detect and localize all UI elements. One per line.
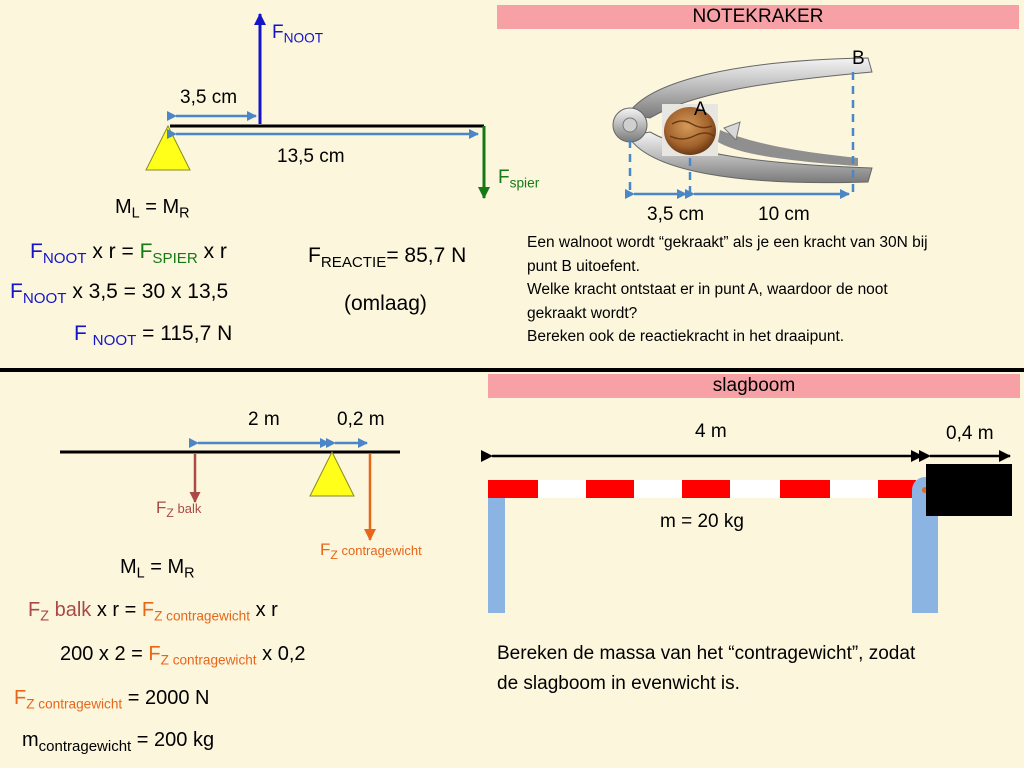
calc-line-3: FNOOT x 3,5 = 30 x 13,5 bbox=[10, 280, 229, 307]
barrier-lever-figure bbox=[60, 438, 400, 541]
mass-label: m = 20 kg bbox=[660, 511, 744, 532]
force-contragewicht-label: FZ contragewicht bbox=[320, 540, 422, 562]
point-b-label: B bbox=[852, 48, 865, 69]
notekraker-banner: NOTEKRAKER bbox=[497, 5, 1019, 29]
calc2-line-4: FZ contragewicht = 2000 N bbox=[14, 687, 210, 712]
moment-equation-2: ML = MR bbox=[120, 556, 195, 582]
dim-4m-label: 4 m bbox=[695, 421, 727, 442]
counterweight-block bbox=[926, 464, 1012, 516]
force-balk-label: FZ balk bbox=[156, 498, 202, 520]
calc2-line-3: 200 x 2 = FZ contragewicht x 0,2 bbox=[60, 643, 306, 668]
omlaag-label: (omlaag) bbox=[344, 292, 427, 315]
dim-0-4m-label: 0,4 m bbox=[946, 423, 994, 444]
nutcracker-lever-figure bbox=[145, 13, 490, 199]
walnut bbox=[664, 107, 716, 155]
dim-long-label: 13,5 cm bbox=[277, 146, 345, 167]
pivot-triangle bbox=[145, 124, 191, 171]
calc-line-2: FNOOT x r = FSPIER x r bbox=[30, 240, 227, 267]
calc2-line-5: mcontragewicht = 200 kg bbox=[22, 729, 215, 755]
left-post bbox=[488, 498, 505, 613]
dim-0-2m-label: 0,2 m bbox=[337, 409, 385, 430]
calc2-line-2: FZ balk x r = FZ contragewicht x r bbox=[28, 599, 278, 625]
force-noot-label: FNOOT bbox=[272, 22, 324, 46]
slagboom-banner: slagboom bbox=[488, 374, 1020, 398]
dim-3-5cm-label: 3,5 cm bbox=[647, 204, 705, 225]
pivot-triangle-2 bbox=[309, 450, 355, 497]
dim-2m-label: 2 m bbox=[248, 409, 280, 430]
barrier-question: Bereken de massa van het “contragewicht”… bbox=[497, 643, 916, 694]
barrier-illustration bbox=[481, 450, 1012, 613]
force-spier-label: Fspier bbox=[498, 167, 540, 191]
moment-equation: ML = MR bbox=[115, 196, 190, 222]
nutcracker-question: Een walnoot wordt “gekraakt” als je een … bbox=[527, 234, 928, 345]
calc-line-4: F NOOT = 115,7 N bbox=[74, 322, 233, 349]
nutcracker-illustration bbox=[612, 57, 873, 199]
reactie-line: FREACTIE= 85,7 N bbox=[308, 244, 467, 271]
point-a-label: A bbox=[694, 99, 707, 120]
dim-10cm-label: 10 cm bbox=[758, 204, 810, 225]
dim-short-label: 3,5 cm bbox=[180, 87, 238, 108]
